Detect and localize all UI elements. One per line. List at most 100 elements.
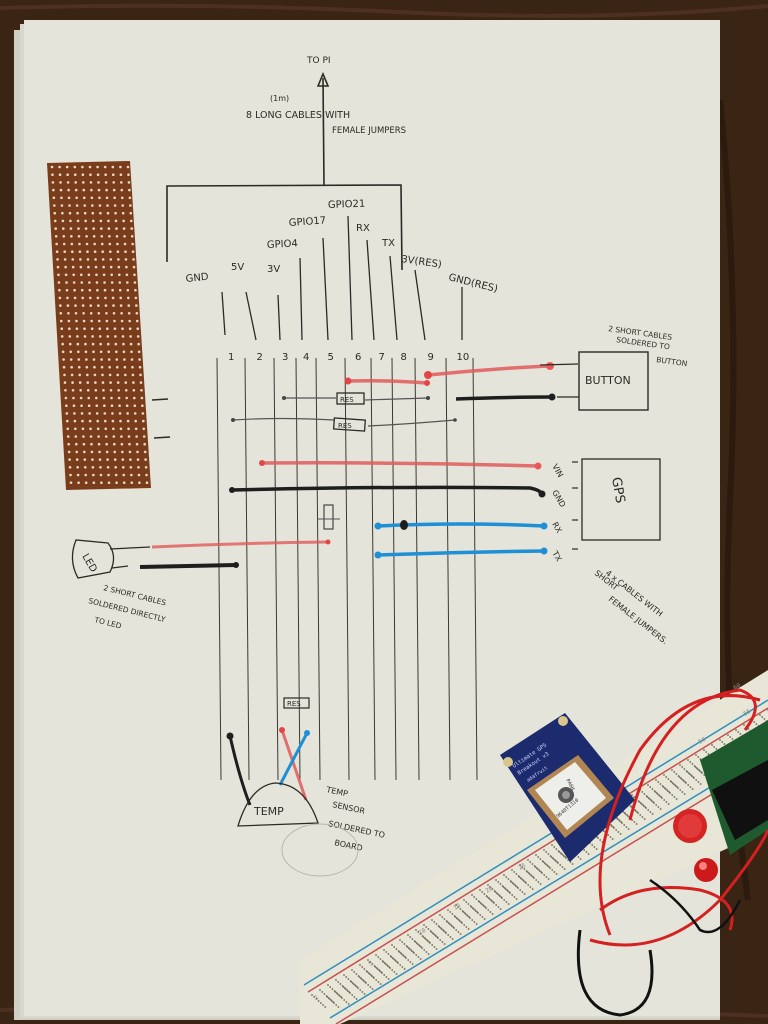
strip-number: 6 (355, 352, 361, 363)
stripboard-hole (123, 235, 126, 238)
breadboard-hole (369, 986, 372, 988)
breadboard-hole (378, 970, 381, 972)
stripboard-hole (116, 381, 120, 384)
stripboard-hole (75, 204, 79, 207)
breadboard-hole (483, 918, 486, 920)
breadboard-hole (755, 723, 758, 725)
stripboard-hole (59, 319, 63, 323)
stripboard-hole (78, 250, 82, 253)
black-wire-temp (228, 735, 252, 806)
resistor-4-label: RES (287, 700, 301, 708)
breadboard-hole (419, 958, 422, 960)
stripboard-hole (79, 265, 83, 269)
breadboard-hole (559, 864, 562, 866)
breadboard-hole (560, 853, 563, 855)
breadboard-hole (351, 994, 354, 996)
stripboard-hole (65, 288, 69, 292)
breadboard-hole (410, 950, 413, 952)
breadboard-hole (400, 953, 403, 955)
breadboard-hole (473, 896, 476, 898)
stripboard-hole (96, 419, 99, 423)
breadboard-hole (426, 940, 429, 942)
stripboard-hole (121, 204, 125, 207)
breadboard-hole (375, 954, 377, 956)
breadboard-hole (654, 791, 657, 793)
breadboard-hole (653, 802, 655, 804)
breadboard-hole (502, 886, 505, 888)
breadboard-hole (373, 977, 375, 979)
stripboard-hole (133, 273, 136, 277)
stripboard-hole (60, 204, 64, 207)
stripboard-hole (87, 396, 91, 400)
breadboard-hole (526, 871, 529, 873)
breadboard-hole (509, 892, 511, 894)
stripboard-hole (112, 435, 116, 438)
breadboard-hole (463, 924, 466, 926)
stripboard-hole (106, 327, 109, 331)
stripboard-hole (126, 288, 130, 292)
stripboard-hole (120, 181, 123, 184)
breadboard-hole (377, 981, 380, 983)
breadboard-hole (514, 885, 517, 887)
breadboard-hole (453, 927, 455, 929)
breadboard-hole (683, 793, 686, 795)
stripboard-hole (61, 350, 65, 354)
breadboard-hole (536, 868, 539, 870)
stripboard-hole (145, 473, 148, 477)
stripboard-hole (98, 327, 102, 331)
breadboard-hole (399, 939, 401, 941)
stripboard-hole (87, 265, 90, 269)
stripboard-hole (67, 450, 71, 454)
stripboard-hole (66, 304, 70, 307)
resistor-2-label: RES (338, 422, 352, 430)
breadboard-hole (365, 982, 367, 984)
stripboard-hole (124, 258, 128, 261)
stripboard-hole (84, 350, 88, 354)
breadboard-hole (411, 963, 414, 965)
resistor-3 (323, 504, 334, 530)
stripboard-hole (106, 211, 110, 215)
breadboard-hole (523, 868, 526, 870)
breadboard-hole (459, 908, 462, 910)
stripboard-hole (129, 204, 132, 207)
stripboard-hole (133, 396, 136, 400)
stripboard-hole (64, 273, 68, 277)
stripboard-hole (79, 258, 82, 261)
breadboard-hole (682, 780, 685, 782)
breadboard-hole (646, 796, 649, 798)
strip-number: 7 (379, 352, 385, 363)
blue-wire-gps-rx (377, 522, 545, 528)
breadboard-hole (565, 857, 567, 859)
breadboard-hole (394, 960, 397, 962)
breadboard-hole (520, 878, 523, 880)
stripboard-hole (121, 327, 124, 331)
stripboard-hole (119, 173, 123, 176)
diagram-wires (139, 362, 556, 806)
breadboard-hole (385, 951, 388, 953)
breadboard-hole (683, 768, 686, 770)
breadboard-hole (345, 1001, 348, 1003)
stripboard-hole (115, 481, 118, 485)
breadboard-hole (723, 743, 726, 745)
breadboard-hole (487, 884, 489, 886)
stripboard-hole (113, 319, 116, 323)
stripboard-hole (101, 381, 105, 384)
stripboard-hole (70, 373, 74, 377)
stripboard-hole (141, 419, 145, 423)
breadboard-hole (338, 995, 341, 997)
stripboard-hole (98, 204, 102, 207)
stripboard-hole (136, 450, 139, 454)
stripboard-hole (109, 265, 113, 269)
strip-number: 10 (457, 352, 470, 363)
stripboard-hole (137, 473, 141, 477)
breadboard-hole (519, 889, 522, 891)
stripboard-hole (100, 365, 104, 369)
stripboard-hole (114, 466, 117, 469)
stripboard-hole (82, 181, 85, 184)
stripboard-hole (99, 350, 103, 354)
breadboard-hole (747, 728, 750, 730)
breadboard-hole (599, 839, 602, 841)
stripboard-hole (103, 165, 107, 169)
stripboard-hole (134, 427, 138, 431)
stripboard-hole (121, 211, 125, 215)
